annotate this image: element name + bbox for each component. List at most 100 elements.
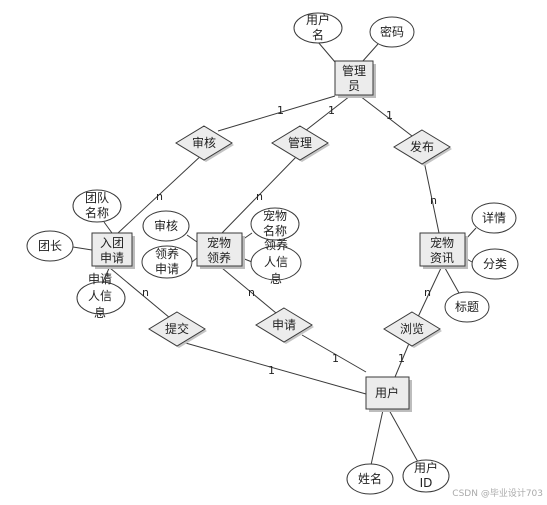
attribute-adopter-info-line3: 息 [270,271,282,286]
edge-join-submit [109,267,171,319]
attribute-user-name-label: 姓名 [358,471,382,486]
attribute-pet-name-line2: 名称 [263,223,287,238]
card-browse-user: 1 [398,352,405,365]
attribute-info-detail-label: 详情 [482,210,506,225]
card-apply-adopt: n [248,286,255,299]
attribute-info-title-label: 标题 [455,300,479,314]
attribute-adopt-review: 审核 [142,210,190,242]
relationship-manage-label: 管理 [288,135,312,150]
attribute-user-id-line1: 用户 [414,460,438,475]
edge-adopt-apply-rel [221,267,277,314]
card-manage-admin: 1 [328,104,335,117]
entity-join-apply-label-line1: 入团 [100,236,124,250]
relationship-apply: 申请 [255,307,314,344]
relationship-browse-label: 浏览 [400,321,424,336]
attribute-join-applicant-info: 申请 人信 息 [76,272,126,320]
relationship-submit: 提交 [148,311,207,348]
edge-admin-review [217,95,336,132]
attribute-user-id: 用户 ID [402,459,450,493]
card-submit-join: n [142,286,149,299]
attribute-join-applicant-info-line1: 申请 [88,272,112,286]
relationship-submit-label: 提交 [165,321,189,336]
attribute-team-leader-label: 团长 [38,239,62,253]
edge-user-name [370,409,384,466]
card-manage-adopt: n [256,190,263,203]
cardinality-labels: 1 n 1 n 1 n n 1 n 1 n 1 [142,104,437,377]
relationship-manage: 管理 [271,125,330,162]
relationship-review: 审核 [175,125,234,162]
edge-admin-password [361,43,379,63]
entity-user: 用户 [365,376,412,412]
entity-pet-adopt-label-line2: 领养 [207,250,231,265]
attribute-admin-password: 密码 [369,16,415,48]
attribute-pet-name-line1: 宠物 [263,208,287,223]
attribute-info-category: 分类 [471,248,519,280]
entity-join-apply-label-line2: 申请 [100,251,124,265]
attribute-join-applicant-info-line3: 息 [94,305,106,320]
card-review-join: n [156,190,163,203]
card-publish-info: n [430,194,437,207]
edge-manage-adopt [221,154,299,234]
attribute-info-detail: 详情 [471,202,517,234]
relationship-publish: 发布 [393,129,452,166]
attribute-join-applicant-info-line2: 人信 [88,289,112,303]
edge-review-join [117,152,205,234]
attribute-team-name-line2: 名称 [85,205,109,220]
attribute-user-id-line2: ID [420,476,433,490]
entity-pet-info-label-line2: 资讯 [430,251,454,265]
attribute-admin-username: 用户 名 [293,12,343,44]
entity-pet-adopt-label-line1: 宠物 [207,235,231,250]
edge-adopt-review [186,234,198,243]
attribute-user-name: 姓名 [346,463,394,495]
edge-info-title [444,267,460,294]
attribute-pet-name: 宠物 名称 [250,207,300,241]
edge-publish-info [423,160,440,234]
attribute-adopter-info-line1: 领养 [264,237,288,252]
edge-info-browse [417,267,442,318]
attribute-adopter-info-line2: 人信 [264,255,288,269]
entity-join-apply: 入团 申请 [91,232,135,269]
edge-admin-manage [304,95,351,132]
attribute-adopt-apply-line1: 领养 [155,246,179,261]
edge-browse-user [394,340,411,378]
attribute-team-leader: 团长 [26,230,74,262]
attribute-admin-password-label: 密码 [380,24,404,39]
relationship-apply-label: 申请 [272,318,296,332]
entity-user-label: 用户 [375,385,399,400]
card-browse-info: n [424,286,431,299]
entity-pet-info: 宠物 资讯 [419,232,468,269]
relationship-browse: 浏览 [383,311,442,348]
attribute-adopt-review-label: 审核 [154,218,178,233]
attribute-admin-username-line1: 用户 [306,12,330,27]
edge-join-leader [72,246,93,251]
edge-user-id [388,409,419,463]
attribute-adopter-info: 领养 人信 息 [250,237,302,286]
attribute-adopt-apply-line2: 申请 [155,262,179,276]
connector-lines [72,41,477,466]
attribute-team-name-line1: 团队 [85,190,109,205]
entity-admin-label-line2: 员 [348,79,360,93]
entity-admin-label-line1: 管理 [342,63,366,78]
attribute-info-category-label: 分类 [483,257,507,271]
watermark: CSDN @毕业设计703 [452,487,543,499]
attribute-admin-username-line2: 名 [312,27,324,42]
entity-pet-info-label-line1: 宠物 [430,235,454,250]
edge-admin-publish [359,95,413,137]
attribute-adopt-apply: 领养 申请 [141,245,193,279]
edge-admin-username [317,41,336,63]
relationship-publish-label: 发布 [410,139,434,154]
attribute-team-name: 团队 名称 [72,189,122,223]
entity-admin: 管理 员 [334,60,376,98]
relationship-review-label: 审核 [192,135,216,150]
card-apply-user: 1 [332,352,339,365]
attribute-info-title: 标题 [444,291,490,323]
edge-join-team-name [103,221,113,234]
edge-submit-user [181,341,367,395]
card-submit-user: 1 [268,364,275,377]
edge-adopt-apply [191,257,198,263]
edge-apply-user [301,334,367,373]
entity-pet-adopt: 宠物 领养 [196,232,245,269]
card-review-admin: 1 [277,104,284,117]
card-publish-admin: 1 [386,109,393,122]
